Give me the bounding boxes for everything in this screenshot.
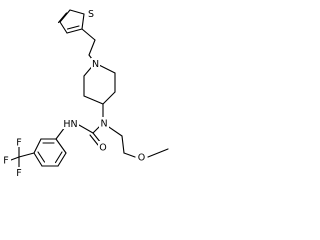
amide-nh-label: HN bbox=[63, 119, 77, 130]
molecule-drawing: S N N O HN O F F F bbox=[1, 9, 169, 179]
atom-labels: S N N O HN O F F F bbox=[1, 9, 147, 179]
benzene-ring bbox=[33, 138, 67, 167]
amide-nitrogen-label: N bbox=[100, 119, 107, 130]
piperidine-nitrogen-label: N bbox=[92, 59, 99, 70]
ether-oxygen-label: O bbox=[138, 153, 145, 164]
structure-diagram: S N N O HN O F F F bbox=[0, 0, 173, 210]
carbonyl-oxygen-label: O bbox=[99, 143, 106, 154]
sulfur-label: S bbox=[88, 9, 94, 20]
fluorine-label-2: F bbox=[3, 156, 8, 167]
trifluoromethyl-group bbox=[10, 143, 35, 169]
ethyl-linker bbox=[81, 28, 96, 64]
amide-core bbox=[78, 103, 169, 158]
thiophene-ring bbox=[57, 9, 85, 34]
piperidine-ring bbox=[83, 62, 116, 105]
fluorine-label-1: F bbox=[16, 138, 21, 149]
fluorine-label-3: F bbox=[16, 168, 21, 179]
